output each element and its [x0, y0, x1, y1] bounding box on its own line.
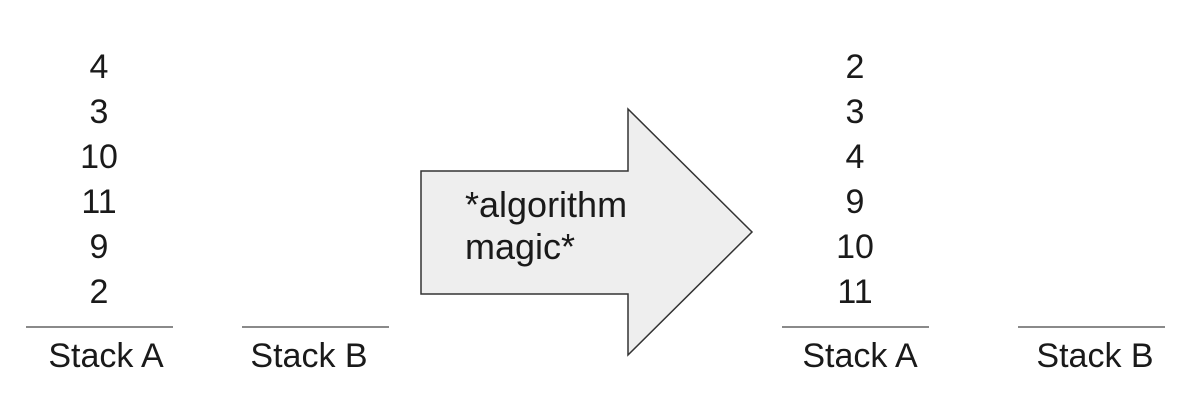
after-stack-b-base — [1018, 326, 1165, 328]
after-stack-b-label: Stack B — [1036, 337, 1154, 375]
after-stack-a-item: 4 — [845, 138, 865, 176]
after-stack-a-item: 11 — [837, 273, 873, 311]
after-stack-a-item: 3 — [845, 93, 865, 131]
transform-arrow-shape — [420, 107, 754, 357]
before-stack-a-item: 2 — [89, 273, 109, 311]
before-stack-a-item: 11 — [81, 183, 117, 221]
before-stack-a-base — [26, 326, 173, 328]
before-stack-a-item: 10 — [80, 138, 118, 176]
before-stack-b-base — [242, 326, 389, 328]
arrow-caption-line-1: *algorithm — [465, 184, 628, 225]
before-stack-a-values: 4 3 10 11 9 2 — [39, 45, 159, 315]
after-stack-a-label: Stack A — [802, 337, 918, 375]
arrow-caption: *algorithm magic* — [465, 184, 665, 268]
after-stack-a-item: 9 — [845, 183, 865, 221]
after-stack-a-item: 10 — [836, 228, 874, 266]
before-stack-a-label: Stack A — [48, 337, 164, 375]
arrow-caption-line-2: magic* — [465, 226, 576, 267]
after-stack-a-values: 2 3 4 9 10 11 — [795, 45, 915, 315]
after-stack-a-item: 2 — [845, 48, 865, 86]
before-stack-a-item: 9 — [89, 228, 109, 266]
before-stack-b-label: Stack B — [250, 337, 368, 375]
after-stack-a-base — [782, 326, 929, 328]
before-stack-a-item: 3 — [89, 93, 109, 131]
before-stack-a-item: 4 — [89, 48, 109, 86]
